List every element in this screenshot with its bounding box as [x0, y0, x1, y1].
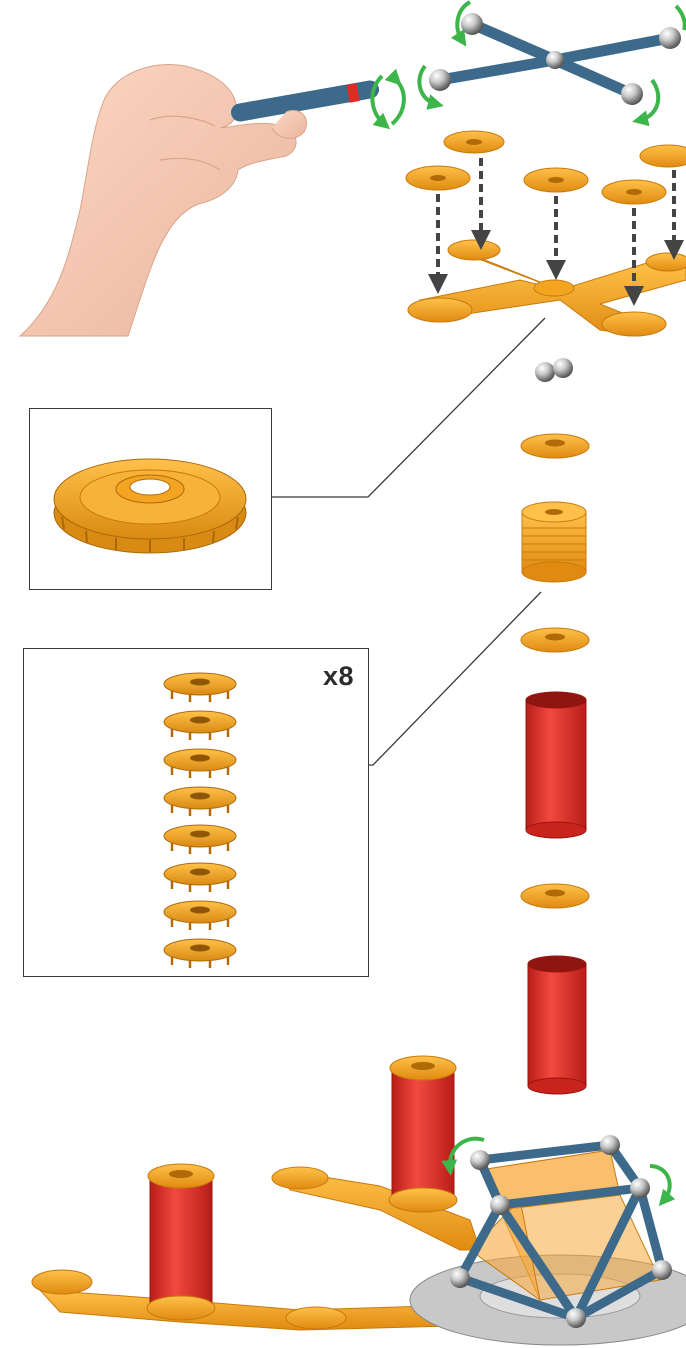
ring-detail-illustration [53, 458, 247, 554]
cube-frame-structure [450, 1135, 672, 1328]
x-rod-frame [417, 0, 686, 127]
rotate-arrow-icon [370, 68, 406, 130]
hand-with-rod-illustration [18, 64, 406, 337]
ring-detail-inset [29, 408, 272, 590]
red-tube-piece [525, 691, 587, 839]
steel-balls [535, 358, 573, 382]
quantity-label: x8 [322, 661, 354, 691]
rotate-arrow-icon [417, 0, 686, 127]
ring-stack-illustration [162, 672, 238, 970]
ring-piece [520, 433, 590, 459]
red-column [388, 1055, 458, 1213]
red-column [146, 1163, 216, 1321]
red-tube-piece [527, 955, 587, 1095]
blue-rod [231, 80, 379, 122]
orange-cross-base [407, 239, 686, 337]
place-arrow-icon [428, 158, 684, 306]
ring-piece [520, 627, 590, 653]
ring-stack-inset: x8 [23, 648, 369, 977]
falling-rings [405, 130, 686, 205]
rotate-arrow-icon [441, 1136, 676, 1207]
assembled-track [31, 1166, 481, 1331]
callout-lines [272, 317, 546, 766]
ring-piece [520, 883, 590, 909]
ring-stack-piece [521, 501, 587, 583]
